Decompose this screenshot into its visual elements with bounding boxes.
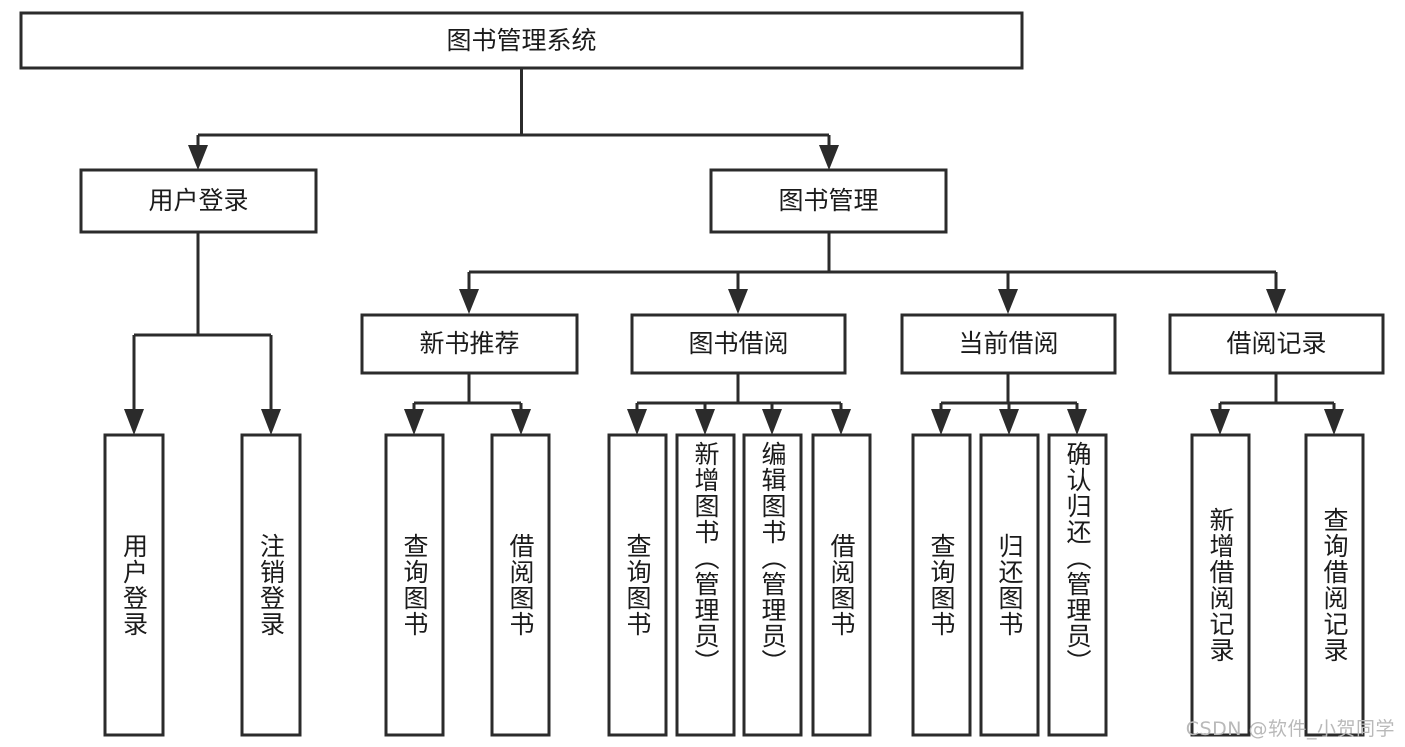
node-label-new-book-recommend: 新书推荐 [419, 329, 519, 358]
node-box-leaf-query-book-3[interactable] [911, 433, 972, 737]
node-box-leaf-add-book[interactable] [675, 433, 736, 737]
csdn-watermark: CSDN @软件_小贺同学 [1185, 718, 1395, 740]
arrow-head-book-borrow [728, 289, 748, 314]
node-label-user-login: 用户登录 [148, 186, 248, 215]
arrow-head-leaf-confirm-return [1067, 409, 1087, 435]
arrow-head-leaf-borrow-book-1 [511, 409, 531, 435]
arrow-head-leaf-edit-book [762, 409, 782, 435]
arrow-head-leaf-query-book-1 [404, 409, 424, 435]
node-box-leaf-add-record[interactable] [1190, 433, 1251, 737]
arrow-head-leaf-user-logout [261, 409, 281, 435]
arrow-head-leaf-user-login [124, 409, 144, 435]
arrow-head-borrow-record [1266, 289, 1286, 314]
node-box-leaf-return-book[interactable] [979, 433, 1040, 737]
node-box-user-login[interactable] [79, 168, 318, 234]
node-label-root: 图书管理系统 [446, 26, 596, 55]
arrow-head-leaf-query-record [1324, 409, 1344, 435]
node-box-book-management[interactable] [709, 168, 948, 234]
node-label-borrow-record: 借阅记录 [1226, 329, 1326, 358]
node-box-leaf-user-login[interactable] [103, 433, 165, 737]
arrow-head-new-book-recommend [459, 289, 479, 314]
arrow-head-leaf-add-record [1210, 409, 1230, 435]
node-label-current-borrow: 当前借阅 [958, 329, 1058, 358]
node-box-leaf-query-record[interactable] [1304, 433, 1365, 737]
arrow-head-user-login [188, 145, 208, 170]
node-box-leaf-borrow-book-1[interactable] [490, 433, 551, 737]
node-label-book-borrow: 图书借阅 [688, 329, 788, 358]
node-box-leaf-query-book-1[interactable] [384, 433, 445, 737]
arrow-head-book-management [819, 145, 839, 170]
node-box-leaf-confirm-return[interactable] [1047, 433, 1108, 737]
node-box-leaf-query-book-2[interactable] [607, 433, 668, 737]
node-box-borrow-record[interactable] [1168, 313, 1385, 375]
node-box-root[interactable] [19, 11, 1024, 70]
node-layer: 图书管理系统 用户登录 图书管理 新书推荐 图书借阅 当前借阅 借阅记录 [19, 11, 1385, 737]
arrow-head-leaf-return-book [999, 409, 1019, 435]
arrow-head-leaf-borrow-book-2 [831, 409, 851, 435]
arrow-head-current-borrow [998, 289, 1018, 314]
connector-layer [124, 68, 1344, 435]
node-box-new-book-recommend[interactable] [360, 313, 579, 375]
node-box-current-borrow[interactable] [900, 313, 1117, 375]
arrow-head-leaf-query-book-2 [627, 409, 647, 435]
node-box-leaf-user-logout[interactable] [240, 433, 302, 737]
node-box-leaf-borrow-book-2[interactable] [811, 433, 872, 737]
arrow-head-leaf-add-book [695, 409, 715, 435]
arrow-head-leaf-query-book-3 [931, 409, 951, 435]
node-box-book-borrow[interactable] [630, 313, 847, 375]
node-label-book-management: 图书管理 [778, 186, 878, 215]
node-box-leaf-edit-book[interactable] [742, 433, 803, 737]
